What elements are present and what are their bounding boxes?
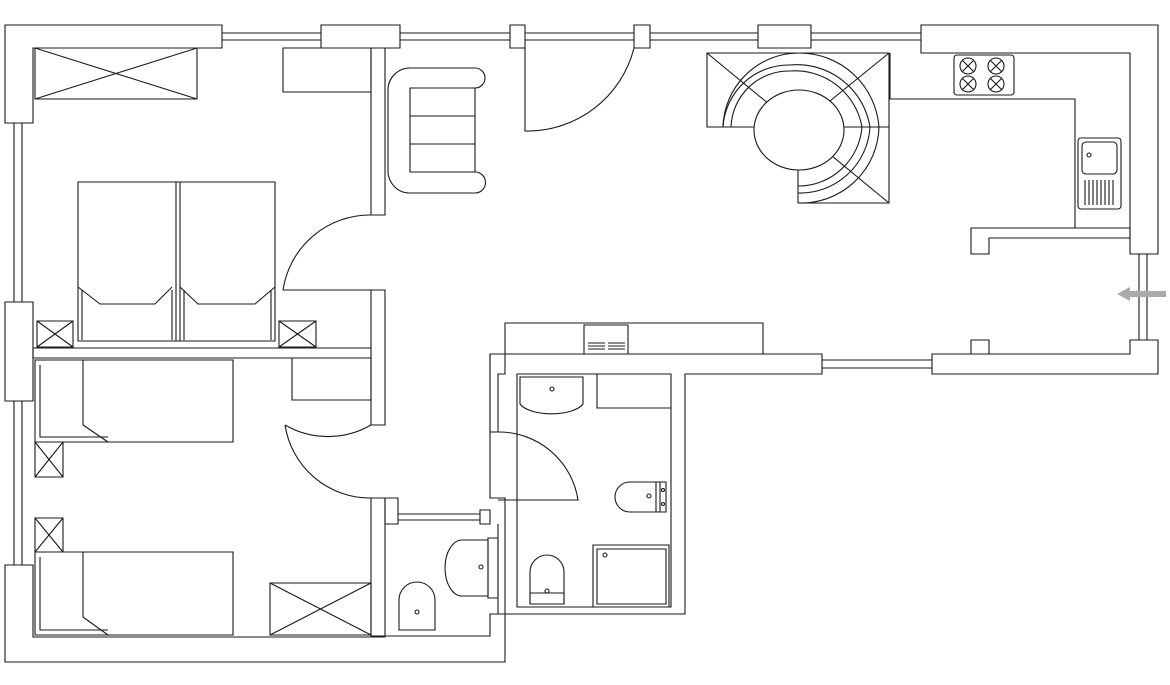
outer-walls <box>5 25 1158 662</box>
doors <box>283 48 634 500</box>
twin-bedroom <box>35 358 371 635</box>
plan-lines <box>5 25 1158 662</box>
wc <box>399 538 498 630</box>
living-room <box>388 53 889 203</box>
kitchen <box>890 53 1121 228</box>
double-bedroom <box>35 48 371 347</box>
entrance-arrow-icon <box>1117 287 1166 301</box>
windows <box>14 33 1147 565</box>
bathroom <box>520 374 671 607</box>
